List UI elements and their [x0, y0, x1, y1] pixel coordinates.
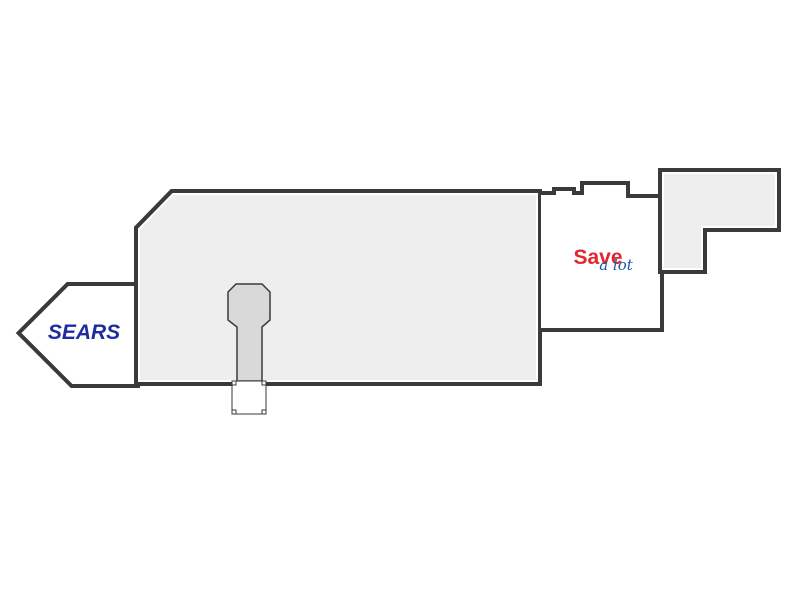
main-mall-building[interactable] [134, 189, 542, 386]
sears-logo-label: SEARS [48, 321, 120, 344]
save-a-lot-logo-sub: a lot [599, 256, 634, 274]
vestibule-corner-tr [261, 380, 267, 386]
save-a-lot-logo-main: Save [573, 246, 622, 269]
outparcel-floor-area [662, 172, 777, 270]
main-mall-floor-area [138, 193, 538, 382]
mall-entrance-corridor[interactable] [227, 283, 271, 415]
sears-anchor-store[interactable]: SEARS [15, 282, 140, 388]
outparcel-building[interactable] [658, 168, 781, 274]
main-entrance-vestibule[interactable] [231, 380, 267, 415]
vestibule-corner-bl [231, 409, 237, 415]
outparcel-wall-outline [658, 168, 781, 274]
vestibule-corner-br [261, 409, 267, 415]
vestibule-corner-tl [231, 380, 237, 386]
save-a-lot-anchor-store[interactable]: Save a lot [539, 181, 664, 332]
